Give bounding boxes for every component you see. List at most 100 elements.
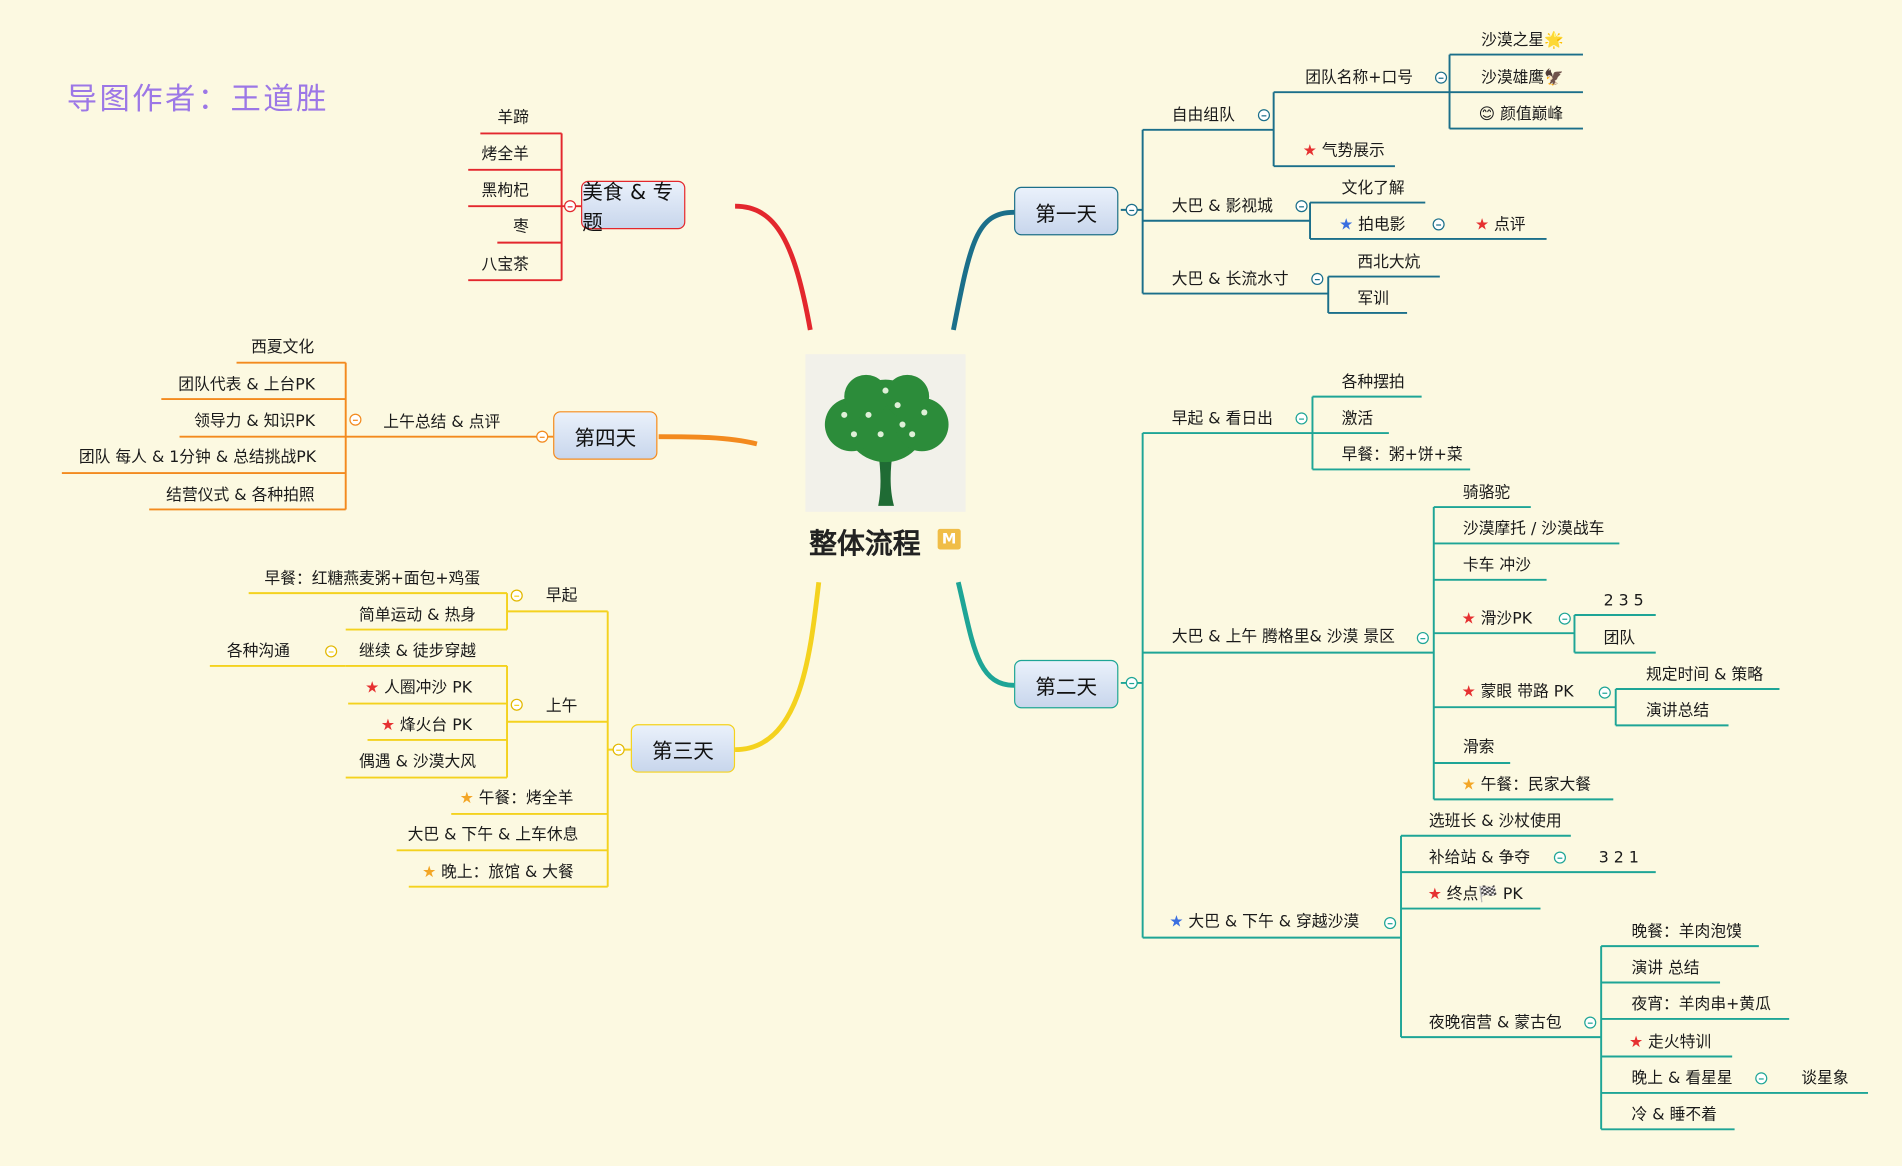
day1-film[interactable]: 大巴 & 影视城 (1171, 197, 1273, 216)
day2-supply[interactable]: 补给站 & 争夺 (1428, 849, 1531, 868)
day3-evening[interactable]: ★晚上：旅馆 & 大餐 (422, 864, 574, 883)
collapse-toggle-slide[interactable] (1558, 612, 1571, 625)
collapse-toggle-team-name[interactable] (1434, 71, 1448, 84)
day2-finish-label: 终点🏁 PK (1446, 885, 1523, 904)
day3-circle[interactable]: ★人圈冲沙 PK (365, 679, 472, 698)
day2-sunrise-item[interactable]: 各种摆拍 (1341, 373, 1405, 392)
collapse-toggle-day1[interactable] (1125, 203, 1138, 216)
day1-review[interactable]: ★点评 (1475, 216, 1526, 235)
collapse-toggle-day4[interactable] (536, 430, 549, 443)
collapse-toggle-sunrise[interactable] (1295, 412, 1308, 425)
day3-wind[interactable]: 偶遇 & 沙漠大风 (359, 753, 476, 772)
day4-summary[interactable]: 上午总结 & 点评 (383, 413, 501, 432)
collapse-toggle-morning[interactable] (510, 698, 523, 711)
day3-walk-sub[interactable]: 各种沟通 (226, 642, 290, 662)
day2-sled[interactable]: 滑索 (1462, 738, 1495, 757)
topic-day3[interactable]: 第三天 (630, 724, 736, 773)
day2-slide[interactable]: ★滑沙PK (1462, 610, 1532, 629)
camp-item[interactable]: 夜宵：羊肉串+黄瓜 (1631, 995, 1771, 1015)
camp-stars-sub[interactable]: 谈星象 (1801, 1069, 1849, 1089)
day1-momentum[interactable]: ★气势展示 (1303, 142, 1385, 161)
day1-river[interactable]: 大巴 & 长流水寸 (1171, 270, 1289, 289)
collapse-toggle-stars[interactable] (1755, 1072, 1768, 1085)
day1-culture[interactable]: 文化了解 (1341, 179, 1405, 198)
day2-slide-sub[interactable]: 团队 (1603, 629, 1636, 648)
food-item[interactable]: 枣 (513, 218, 529, 237)
team-name-option[interactable]: 沙漠之星🌟 (1481, 31, 1564, 50)
food-item[interactable]: 八宝茶 (481, 255, 529, 275)
day2-truck[interactable]: 卡车 冲沙 (1462, 556, 1531, 575)
mindmap-badge-icon: M (937, 528, 961, 550)
collapse-toggle-film[interactable] (1295, 200, 1308, 213)
day4-item[interactable]: 领导力 & 知识PK (194, 412, 316, 431)
day2-lunch[interactable]: ★午餐：民家大餐 (1462, 776, 1591, 795)
collapse-toggle-shoot[interactable] (1432, 218, 1445, 231)
day3-early-item[interactable]: 简单运动 & 热身 (359, 606, 476, 625)
day2-sunrise-item[interactable]: 激活 (1341, 409, 1374, 429)
day3-early[interactable]: 早起 (545, 587, 578, 606)
camp-item[interactable]: 冷 & 睡不着 (1631, 1106, 1717, 1125)
day4-item[interactable]: 团队 每人 & 1分钟 & 总结挑战PK (78, 448, 317, 468)
team-name-option[interactable]: 沙漠雄鹰🦅 (1481, 69, 1564, 88)
day2-finish[interactable]: ★终点🏁 PK (1428, 885, 1523, 904)
team-name-option[interactable]: 😊 颜值巅峰 (1478, 105, 1564, 124)
central-topic-title[interactable]: 整体流程 (809, 528, 921, 561)
day2-sunrise[interactable]: 早起 & 看日出 (1171, 409, 1273, 429)
food-item[interactable]: 羊蹄 (497, 109, 529, 128)
collapse-toggle-summary[interactable] (349, 413, 362, 426)
camp-item[interactable]: 演讲 总结 (1631, 959, 1700, 978)
collapse-toggle-early[interactable] (510, 589, 523, 602)
day4-item[interactable]: 团队代表 & 上台PK (178, 376, 316, 395)
topic-day1[interactable]: 第一天 (1014, 186, 1119, 236)
day1-team-name[interactable]: 团队名称+口号 (1305, 69, 1414, 88)
day1-review-label: 点评 (1493, 215, 1526, 235)
day4-item[interactable]: 结营仪式 & 各种拍照 (166, 486, 315, 505)
collapse-toggle-blind[interactable] (1598, 686, 1611, 699)
collapse-toggle-walk[interactable] (325, 645, 338, 658)
day2-blind[interactable]: ★蒙眼 带路 PK (1462, 683, 1574, 702)
collapse-toggle-day2[interactable] (1125, 676, 1138, 689)
collapse-toggle-supply[interactable] (1553, 851, 1566, 864)
day3-beacon[interactable]: ★烽火台 PK (381, 717, 472, 736)
day2-blind-sub[interactable]: 规定时间 & 策略 (1646, 665, 1763, 685)
day2-blind-sub[interactable]: 演讲总结 (1646, 702, 1710, 721)
day3-early-item[interactable]: 早餐：红糖燕麦粥+面包+鸡蛋 (264, 570, 481, 589)
camp-item[interactable]: 晚上 & 看星星 (1631, 1069, 1733, 1089)
day2-supply-sub[interactable]: 3 2 1 (1598, 849, 1639, 868)
day3-lunch-label: 午餐：烤全羊 (478, 789, 574, 808)
blue-star-icon: ★ (1169, 913, 1184, 932)
collapse-toggle-day3[interactable] (612, 743, 625, 756)
topic-day4[interactable]: 第四天 (553, 411, 658, 460)
day2-cross-label: 大巴 & 下午 & 穿越沙漠 (1188, 913, 1360, 932)
camp-item[interactable]: 晚餐：羊肉泡馍 (1631, 923, 1742, 942)
day2-slide-sub[interactable]: 2 3 5 (1603, 591, 1644, 611)
day2-desert[interactable]: 大巴 & 上午 腾格里& 沙漠 景区 (1171, 628, 1395, 647)
day1-team[interactable]: 自由组队 (1171, 106, 1235, 125)
camp-fire[interactable]: ★走火特训 (1629, 1033, 1711, 1052)
food-item[interactable]: 黑枸杞 (481, 181, 529, 201)
day2-camel[interactable]: 骑骆驼 (1462, 483, 1511, 503)
collapse-toggle-cross[interactable] (1384, 917, 1397, 930)
day3-lunch[interactable]: ★午餐：烤全羊 (460, 790, 574, 809)
topic-day2[interactable]: 第二天 (1014, 659, 1119, 709)
collapse-toggle-river[interactable] (1311, 272, 1324, 286)
day1-drill[interactable]: 军训 (1357, 289, 1389, 309)
collapse-toggle-camp[interactable] (1584, 1016, 1597, 1029)
day2-moto[interactable]: 沙漠摩托 / 沙漠战车 (1462, 520, 1605, 539)
day4-item[interactable]: 西夏文化 (251, 338, 315, 357)
day1-kang[interactable]: 西北大炕 (1357, 253, 1421, 272)
day3-afternoon[interactable]: 大巴 & 下午 & 上车休息 (407, 826, 579, 845)
collapse-toggle-desert[interactable] (1416, 631, 1429, 645)
day2-cross[interactable]: ★大巴 & 下午 & 穿越沙漠 (1169, 913, 1359, 932)
day2-camp[interactable]: 夜晚宿营 & 蒙古包 (1428, 1014, 1562, 1033)
day2-leader[interactable]: 选班长 & 沙杖使用 (1428, 812, 1562, 831)
day2-sunrise-item[interactable]: 早餐：粥+饼+菜 (1341, 446, 1463, 465)
collapse-toggle-team[interactable] (1257, 109, 1271, 122)
day1-shoot[interactable]: ★拍电影 (1339, 216, 1405, 235)
day3-morning[interactable]: 上午 (545, 697, 578, 716)
collapse-toggle-food[interactable] (564, 200, 577, 213)
topic-food[interactable]: 美食 & 专题 (581, 180, 686, 235)
day3-walk[interactable]: 继续 & 徒步穿越 (359, 642, 476, 662)
food-item[interactable]: 烤全羊 (481, 145, 529, 164)
